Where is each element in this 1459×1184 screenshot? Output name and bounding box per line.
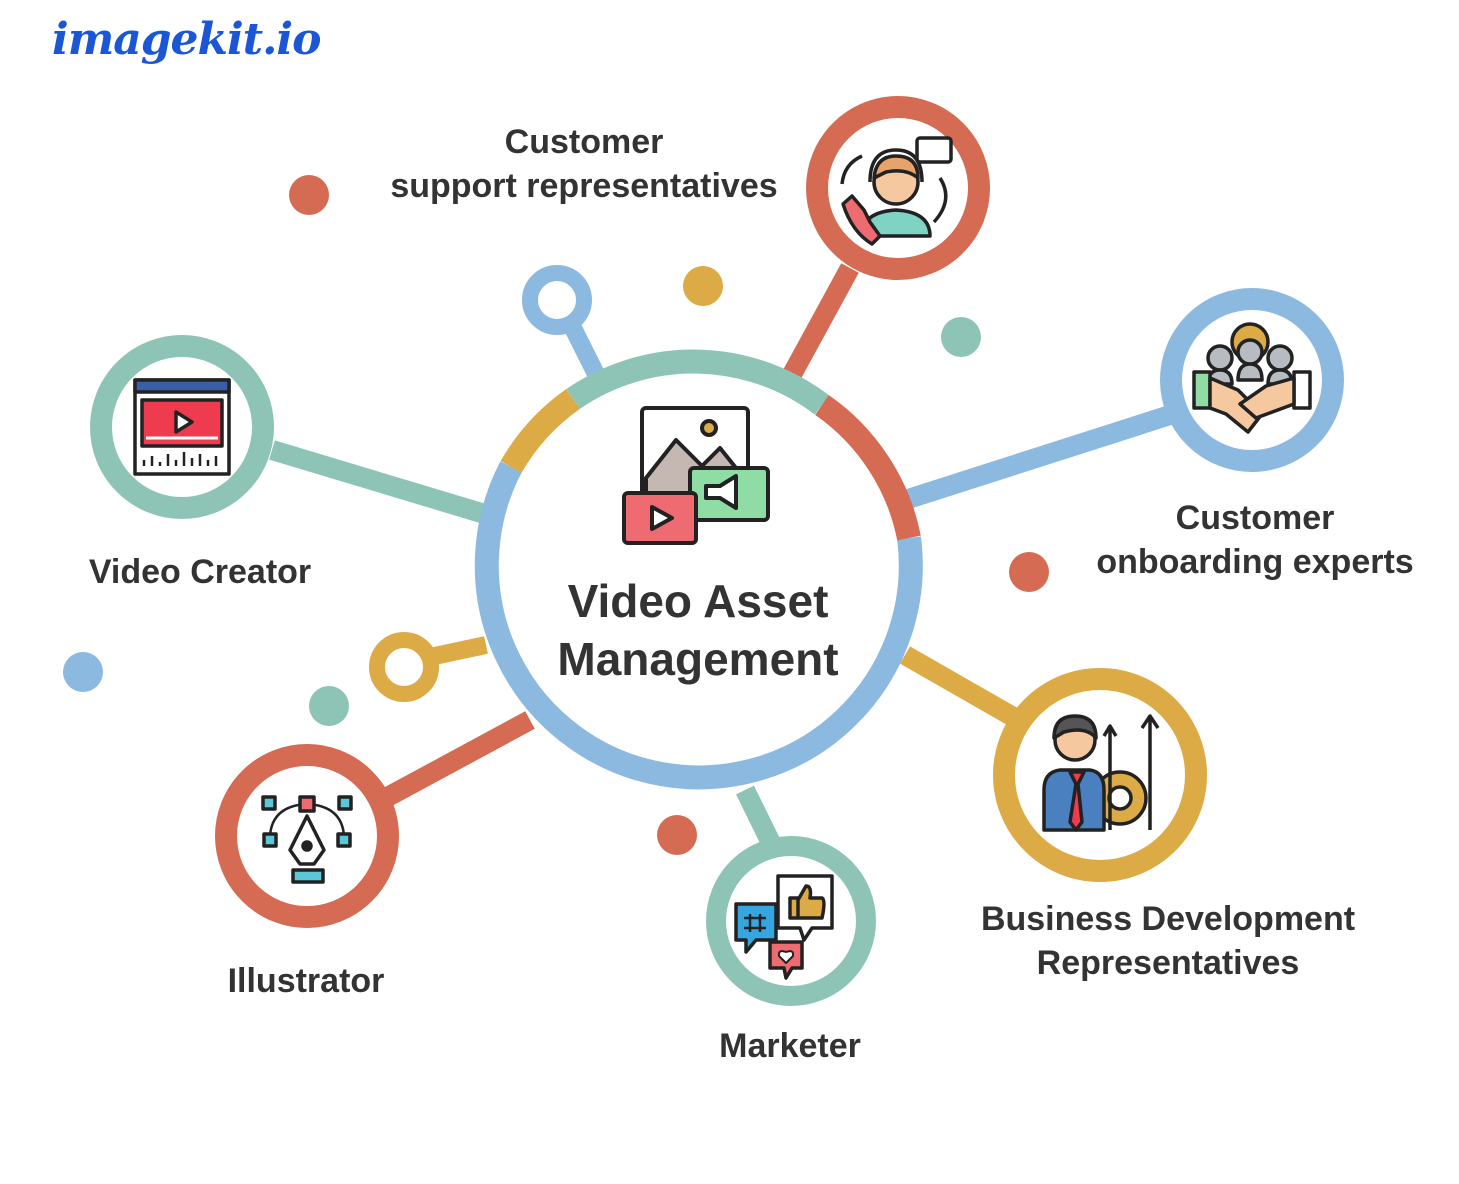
ring-segment-orange xyxy=(815,395,921,541)
label-customer-support: Customer support representatives xyxy=(374,120,794,208)
businessman-growth-icon xyxy=(1042,714,1160,832)
label-line: support representatives xyxy=(390,167,778,205)
connector-customer-support xyxy=(781,263,859,383)
dot-orange xyxy=(1009,552,1049,592)
decorative-dots xyxy=(63,175,1049,855)
label-line: Customer xyxy=(504,123,664,161)
label-marketer: Marketer xyxy=(690,1024,890,1068)
role-illustrator-circle xyxy=(215,744,399,928)
ring-segment-yellow xyxy=(500,389,581,474)
label-illustrator: Illustrator xyxy=(196,959,416,1003)
dot-teal xyxy=(941,317,981,357)
connector-business-development xyxy=(900,646,1020,727)
headset-agent-icon xyxy=(840,136,953,246)
label-customer-onboarding: Customer onboarding experts xyxy=(1075,496,1435,584)
yellow-pin-ring xyxy=(369,632,439,702)
role-business-development-circle xyxy=(993,668,1207,882)
label-business-development: Business Development Representatives xyxy=(960,897,1376,985)
label-line: onboarding experts xyxy=(1096,543,1414,581)
label-line: Video Creator xyxy=(88,553,312,591)
dot-orange xyxy=(657,815,697,855)
imagekit-logo[interactable]: imagekit.io xyxy=(52,14,321,65)
social-media-icon xyxy=(734,874,834,980)
label-line: Illustrator xyxy=(227,962,385,1000)
role-video-creator-circle xyxy=(90,335,274,519)
media-assets-icon xyxy=(622,406,770,545)
label-line: Customer xyxy=(1175,499,1335,537)
label-line: Representatives xyxy=(1036,944,1300,982)
center-title: Video Asset Management xyxy=(520,572,876,688)
connector-blue-pin xyxy=(561,317,607,383)
connector-customer-onboarding xyxy=(901,405,1174,510)
video-player-icon xyxy=(133,378,231,476)
ring-segment-teal xyxy=(566,349,830,415)
connectors xyxy=(269,263,1174,850)
dot-yellow xyxy=(683,266,723,306)
dot-orange xyxy=(289,175,329,215)
role-customer-onboarding-circle xyxy=(1160,288,1344,472)
dot-teal xyxy=(309,686,349,726)
blue-pin-ring xyxy=(522,265,592,335)
dot-blue xyxy=(63,652,103,692)
role-customer-support-circle xyxy=(806,96,990,280)
center-title-line: Management xyxy=(557,633,839,685)
connector-marketer xyxy=(736,785,781,850)
handshake-team-icon xyxy=(1192,322,1312,434)
label-line: Business Development xyxy=(980,900,1356,938)
ring-segment-blue xyxy=(474,461,923,790)
connector-video-creator xyxy=(269,440,491,525)
center-title-line: Video Asset xyxy=(567,575,829,627)
center-ring xyxy=(474,349,923,790)
pen-tool-icon xyxy=(261,795,353,884)
role-marketer-circle xyxy=(706,836,876,1006)
connector-illustrator xyxy=(377,711,535,809)
label-video-creator: Video Creator xyxy=(60,550,340,594)
label-line: Marketer xyxy=(719,1027,861,1065)
